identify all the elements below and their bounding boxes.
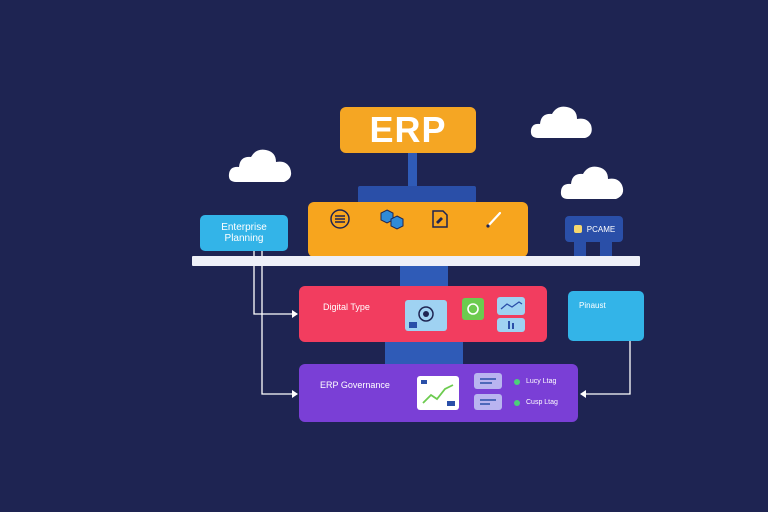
orange-item-network	[366, 208, 418, 236]
arrow-head-red	[292, 310, 298, 318]
mini-chart-card	[497, 318, 525, 332]
settings-card	[405, 300, 447, 331]
pcame-leg-left	[574, 242, 586, 256]
sign-pole	[408, 153, 417, 188]
legend-label-2: Cusp Ltag	[526, 399, 558, 406]
sign-base	[358, 186, 476, 204]
pcame-label: PCAME	[586, 224, 616, 234]
lines-icon	[480, 378, 496, 384]
lines-icon	[480, 399, 496, 405]
erp-title: ERP	[340, 107, 476, 153]
platform-beam	[192, 256, 640, 266]
refresh-icon	[467, 303, 479, 315]
digital-type-title: Digital Type	[323, 302, 370, 312]
green-card	[462, 298, 484, 320]
list-icon	[330, 209, 350, 229]
gear-icon	[409, 306, 434, 328]
orange-item-list	[314, 208, 366, 236]
trend-line-icon	[500, 301, 523, 310]
enterprise-line1: Enterprise	[221, 222, 267, 233]
pcame-box: PCAME	[565, 216, 623, 242]
enterprise-planning-box: Enterprise Planning	[200, 215, 288, 251]
digital-type-panel: Digital Type	[299, 286, 547, 342]
connector-right-to-purple	[586, 341, 631, 395]
pen-icon	[486, 211, 502, 228]
cube-icon	[573, 225, 582, 233]
cloud-right	[560, 166, 624, 199]
legend-dot-2	[514, 400, 520, 406]
pinaust-title: Pinaust	[579, 301, 606, 310]
bar-icon	[508, 321, 514, 329]
hexagon-network-icon	[380, 209, 404, 230]
cloud-top-right	[530, 106, 592, 138]
arrow-head-right	[580, 390, 586, 398]
orange-item-pen	[468, 208, 520, 236]
legend-label-1: Lucy Ltag	[526, 378, 557, 385]
orange-module-panel	[308, 202, 528, 257]
trend-card	[497, 297, 525, 315]
tower-upper	[400, 266, 448, 288]
orange-item-document	[414, 208, 466, 236]
connector-enterprise-to-purple	[261, 251, 292, 395]
erp-governance-panel: ERP Governance Lucy Ltag Cusp Ltag	[299, 364, 578, 422]
chart-card	[417, 376, 459, 410]
pinaust-box: Pinaust	[568, 291, 644, 341]
pcame-leg-right	[600, 242, 612, 256]
document-edit-icon	[432, 210, 448, 228]
tower-lower	[385, 342, 463, 366]
legend-dot-1	[514, 379, 520, 385]
doc-card-1	[474, 373, 502, 389]
line-chart-icon	[421, 380, 455, 406]
enterprise-line2: Planning	[224, 233, 264, 244]
connector-enterprise-to-red	[253, 251, 292, 315]
doc-card-2	[474, 394, 502, 410]
arrow-head-purple	[292, 390, 298, 398]
erp-governance-title: ERP Governance	[320, 380, 390, 390]
cloud-left	[228, 149, 292, 182]
